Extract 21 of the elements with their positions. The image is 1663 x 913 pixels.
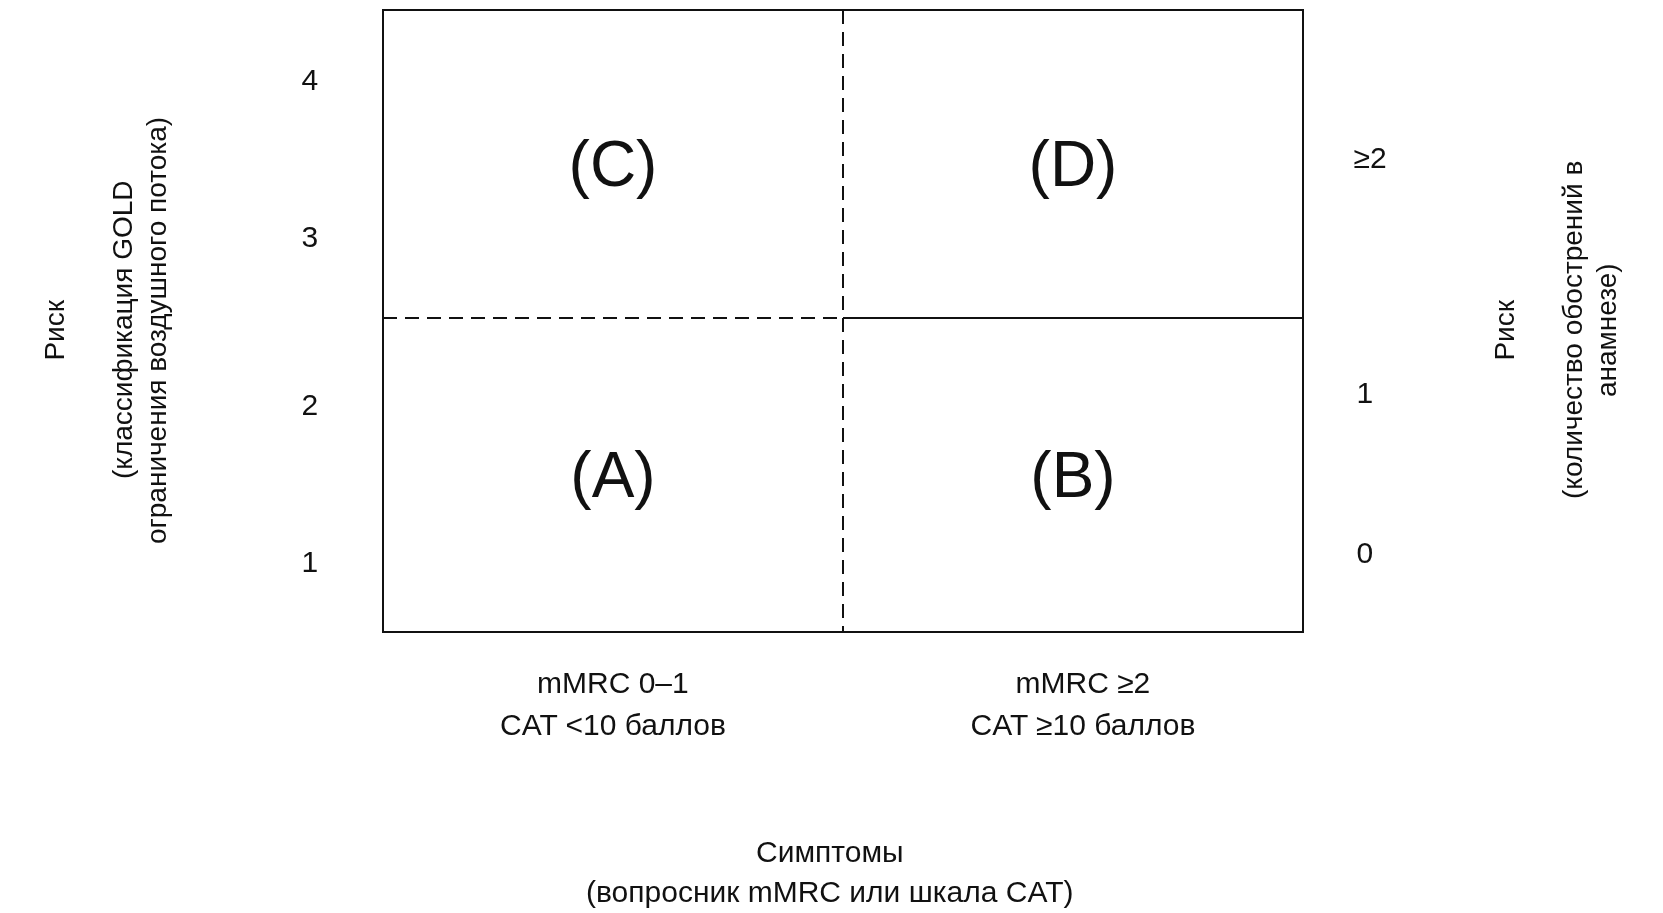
tick-label: 2	[301, 387, 319, 423]
tick-label: 0	[1356, 535, 1374, 571]
axis-title: Риск	[38, 299, 71, 361]
quadrant-label: (C)	[568, 127, 658, 201]
column-label: mMRC 0–1	[537, 665, 689, 701]
quadrant-label: (D)	[1028, 127, 1118, 201]
tick-label: 4	[301, 62, 319, 98]
column-label: CAT <10 баллов	[500, 707, 726, 743]
axis-title: Симптомы	[756, 834, 904, 870]
quadrant-label: (A)	[570, 438, 656, 512]
tick-label: 3	[301, 219, 319, 255]
axis-subtitle: (вопросник mMRC или шкала CAT)	[586, 874, 1074, 910]
column-label: mMRC ≥2	[1015, 665, 1151, 701]
column-label: CAT ≥10 баллов	[970, 707, 1196, 743]
axis-title: Риск	[1488, 299, 1521, 361]
tick-label: ≥2	[1353, 140, 1387, 176]
quadrant-label: (B)	[1030, 438, 1116, 512]
tick-label: 1	[1356, 375, 1374, 411]
axis-subtitle: (классификация GOLD ограничения воздушного потока)	[106, 115, 173, 546]
axis-subtitle: (количество обострений в анамнезе)	[1556, 159, 1623, 502]
tick-label: 1	[301, 544, 319, 580]
